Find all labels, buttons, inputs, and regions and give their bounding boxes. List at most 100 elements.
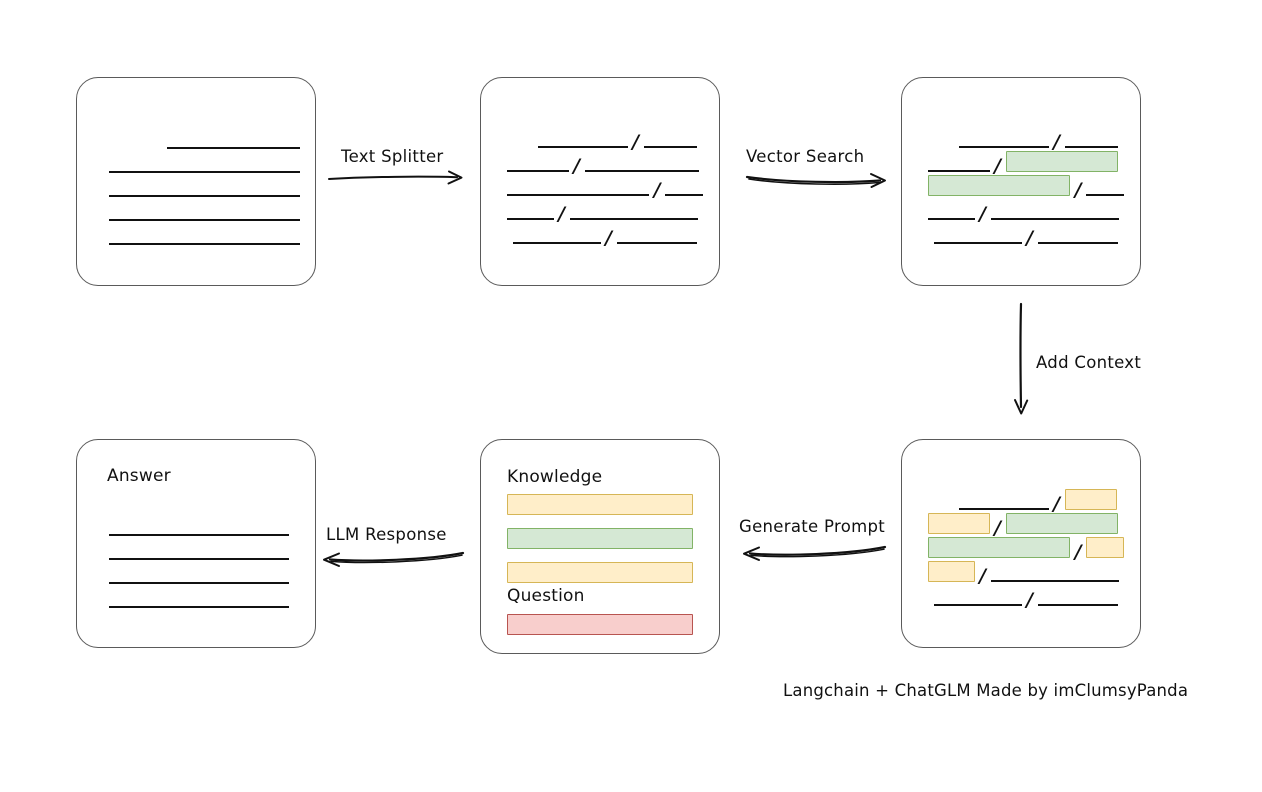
- node-source-document: [76, 77, 316, 286]
- chunk-separator-slash: /: [979, 202, 986, 225]
- text-line-segment: [665, 186, 703, 196]
- chunk-separator-slash: /: [994, 516, 1001, 539]
- chunk-separator-slash: /: [573, 154, 580, 177]
- document-line: /: [928, 558, 1124, 587]
- document-line: [109, 221, 300, 245]
- document-line: [109, 197, 300, 221]
- text-line-segment: [507, 210, 554, 220]
- chunk-separator-slash: /: [605, 226, 612, 249]
- text-line-segment: [538, 138, 628, 148]
- document-line: /: [928, 510, 1124, 539]
- edge-label-llm-response: LLM Response: [326, 525, 447, 544]
- text-line-segment: [959, 500, 1049, 510]
- text-line-segment: [109, 163, 300, 173]
- text-line-segment: [1037, 234, 1118, 244]
- document-line: /: [507, 220, 703, 249]
- node-answer: Answer: [76, 439, 316, 648]
- edge-label-text-splitter: Text Splitter: [341, 147, 444, 166]
- chunk-separator-slash: /: [653, 178, 661, 201]
- prompt-knowledge-chips: [507, 494, 693, 583]
- text-line-segment: [1064, 138, 1118, 148]
- document-line: [109, 173, 300, 197]
- highlight-chip-green: [1005, 150, 1118, 172]
- text-line-segment: [584, 162, 699, 172]
- text-line-segment: [928, 162, 990, 172]
- prompt-chip-green: [507, 528, 693, 549]
- edge-arrow-generate-prompt: [738, 543, 887, 563]
- prompt-chip-red: [507, 614, 693, 635]
- document-line: /: [507, 196, 703, 225]
- edge-label-add-context: Add Context: [1036, 353, 1142, 372]
- prompt-heading-question: Question: [507, 586, 585, 606]
- highlight-chip-yellow: [1064, 488, 1117, 510]
- node-vector-search-results: / / / / /: [901, 77, 1141, 286]
- answer-heading: Answer: [107, 466, 171, 486]
- text-line-segment: [167, 139, 300, 149]
- prompt-heading-knowledge: Knowledge: [507, 467, 603, 487]
- split-chunks-lines: / / / / /: [481, 78, 719, 285]
- document-line: /: [928, 172, 1124, 201]
- edge-arrow-add-context: [1010, 302, 1032, 419]
- highlight-chip-green: [928, 174, 1071, 196]
- text-line-segment: [990, 572, 1119, 582]
- text-line-segment: [990, 210, 1119, 220]
- text-line-segment: [934, 234, 1022, 244]
- text-line-segment: [1037, 596, 1118, 606]
- chunk-separator-slash: /: [1026, 588, 1033, 611]
- chunk-separator-slash: /: [1053, 130, 1060, 153]
- text-line-segment: [513, 234, 601, 244]
- document-line: /: [928, 486, 1124, 515]
- text-line-segment: [109, 235, 300, 245]
- chunk-separator-slash: /: [1026, 226, 1033, 249]
- node-split-chunks: / / / / /: [480, 77, 720, 286]
- prompt-chip-yellow: [507, 494, 693, 515]
- text-line-segment: [616, 234, 697, 244]
- chunk-separator-slash: /: [1074, 540, 1082, 563]
- text-line-segment: [109, 550, 289, 560]
- document-line: [109, 125, 300, 149]
- chunk-separator-slash: /: [994, 154, 1001, 177]
- text-line-segment: [959, 138, 1049, 148]
- highlight-chip-yellow: [928, 512, 990, 534]
- document-line: /: [928, 220, 1124, 249]
- document-line: /: [928, 534, 1124, 563]
- text-line-segment: [507, 186, 650, 196]
- document-line: /: [928, 124, 1124, 153]
- document-line: /: [928, 196, 1124, 225]
- source-document-lines: [77, 78, 315, 285]
- node-generated-prompt: Knowledge Question: [480, 439, 720, 654]
- document-line: /: [507, 172, 703, 201]
- highlight-chip-yellow: [928, 560, 975, 582]
- document-line: /: [507, 124, 703, 151]
- text-line-segment: [928, 210, 975, 220]
- vector-results-lines: / / / / /: [902, 78, 1140, 285]
- highlight-chip-yellow: [1086, 536, 1124, 558]
- answer-lines: [77, 440, 315, 647]
- chunk-separator-slash: /: [979, 564, 986, 587]
- chunk-separator-slash: /: [1074, 178, 1082, 201]
- context-added-lines: / / / / /: [902, 440, 1140, 647]
- credit-text: Langchain + ChatGLM Made by imClumsyPand…: [783, 681, 1189, 700]
- chunk-separator-slash: /: [1053, 492, 1060, 515]
- prompt-question-chips: [507, 614, 693, 635]
- document-line: /: [928, 582, 1124, 611]
- chunk-separator-slash: /: [558, 202, 565, 225]
- document-line: [109, 584, 291, 608]
- edge-arrow-llm-response: [318, 549, 465, 569]
- highlight-chip-green: [1005, 512, 1118, 534]
- edge-arrow-vector-search: [745, 168, 892, 188]
- text-line-segment: [109, 187, 300, 197]
- document-line: /: [928, 148, 1124, 177]
- highlight-chip-green: [928, 536, 1071, 558]
- document-line: [109, 512, 291, 536]
- edge-label-generate-prompt: Generate Prompt: [739, 517, 885, 536]
- edge-arrow-text-splitter: [328, 168, 468, 186]
- text-line-segment: [1086, 186, 1124, 196]
- document-line: /: [507, 148, 703, 177]
- node-context-added: / / / / /: [901, 439, 1141, 648]
- edge-label-vector-search: Vector Search: [746, 147, 865, 166]
- document-line: [109, 536, 291, 560]
- text-line-segment: [934, 596, 1022, 606]
- text-line-segment: [109, 574, 289, 584]
- document-line: [109, 560, 291, 584]
